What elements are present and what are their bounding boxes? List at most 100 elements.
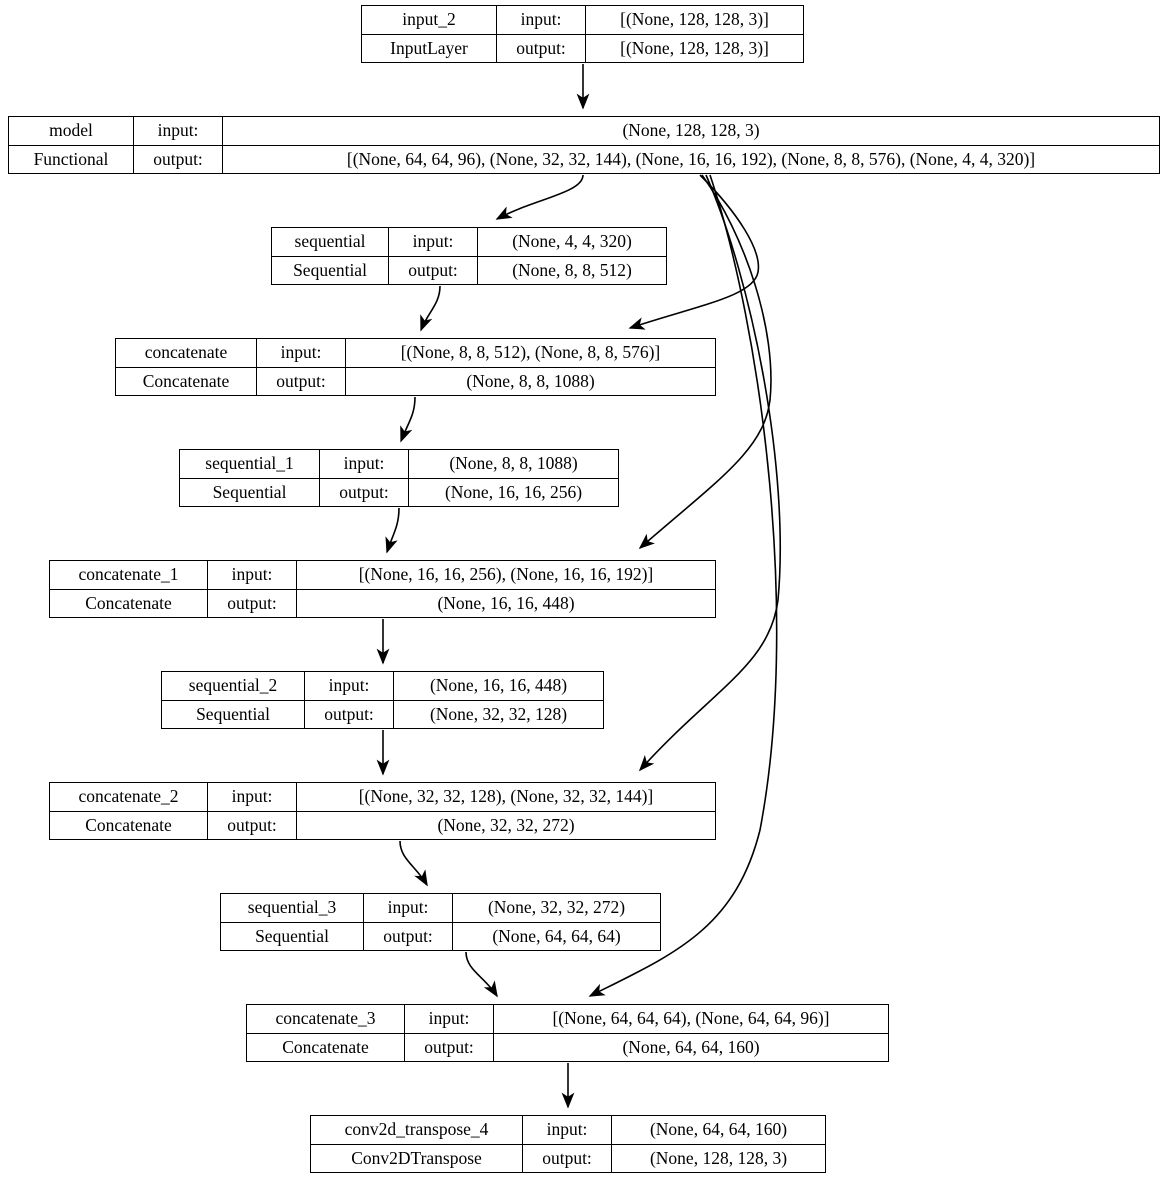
node-row-output: Sequential output: (None, 8, 8, 512) [272, 256, 666, 284]
node-output-label: output: [305, 700, 394, 728]
node-type: Concatenate [50, 811, 208, 839]
node-type: Concatenate [247, 1033, 405, 1061]
node-input-shape: (None, 64, 64, 160) [649, 1119, 788, 1139]
node-input-shape: [(None, 16, 16, 256), (None, 16, 16, 192… [358, 564, 654, 584]
node-input-shape: (None, 4, 4, 320) [512, 231, 632, 251]
node-name: concatenate_3 [247, 1005, 405, 1033]
node-output-shape: (None, 64, 64, 160) [622, 1036, 760, 1057]
node-input-shape: (None, 128, 128, 3) [622, 120, 760, 140]
node-output-shape: (None, 32, 32, 128) [429, 703, 568, 724]
node-type: Sequential [180, 478, 320, 506]
node-type: Sequential [272, 256, 389, 284]
node-concatenate_1[interactable]: concatenate_1 input: [(None, 16, 16, 256… [49, 560, 716, 618]
node-sequential_1[interactable]: sequential_1 input: (None, 8, 8, 1088) S… [179, 449, 619, 507]
node-row-output: Sequential output: (None, 32, 32, 128) [162, 700, 603, 728]
node-output-shape: [(None, 128, 128, 3)] [620, 37, 769, 58]
node-name: concatenate_1 [50, 561, 208, 589]
node-input-shape: (None, 8, 8, 1088) [449, 453, 578, 473]
node-input-label: input: [208, 561, 297, 589]
node-name: sequential_2 [162, 672, 305, 700]
edge-concatenate-to-sequential1 [400, 396, 416, 443]
node-conv2d_transpose_4[interactable]: conv2d_transpose_4 input: (None, 64, 64,… [310, 1115, 826, 1173]
node-name: concatenate [116, 339, 257, 367]
node-input-label: input: [497, 6, 586, 34]
node-output-shape: (None, 8, 8, 512) [512, 259, 632, 280]
node-input-label: input: [405, 1005, 494, 1033]
node-row-input: model input: (None, 128, 128, 3) [9, 117, 1159, 146]
node-row-output: Concatenate output: (None, 32, 32, 272) [50, 811, 715, 839]
edge-sequential3-to-concatenate3 [465, 951, 498, 998]
node-concatenate_3[interactable]: concatenate_3 input: [(None, 64, 64, 64)… [246, 1004, 889, 1062]
node-output-label: output: [405, 1033, 494, 1061]
node-row-input: concatenate_2 input: [(None, 32, 32, 128… [50, 783, 715, 812]
node-input_2[interactable]: input_2 input: [(None, 128, 128, 3)] Inp… [361, 5, 804, 63]
node-row-output: Functional output: [(None, 64, 64, 96), … [9, 145, 1159, 173]
node-type: Functional [9, 145, 134, 173]
node-sequential[interactable]: sequential input: (None, 4, 4, 320) Sequ… [271, 227, 667, 285]
node-concatenate[interactable]: concatenate input: [(None, 8, 8, 512), (… [115, 338, 716, 396]
node-row-input: concatenate_3 input: [(None, 64, 64, 64)… [247, 1005, 888, 1034]
node-output-shape: (None, 64, 64, 64) [492, 925, 621, 946]
node-output-label: output: [208, 811, 297, 839]
node-input-label: input: [364, 894, 453, 922]
node-sequential_2[interactable]: sequential_2 input: (None, 16, 16, 448) … [161, 671, 604, 729]
edge-sequential1-to-concatenate1 [385, 507, 400, 554]
node-output-shape: (None, 8, 8, 1088) [466, 370, 595, 391]
node-input-shape: [(None, 32, 32, 128), (None, 32, 32, 144… [358, 786, 654, 806]
edge-concatenate2-to-sequential3 [399, 840, 428, 887]
node-concatenate_2[interactable]: concatenate_2 input: [(None, 32, 32, 128… [49, 782, 716, 840]
node-row-output: Conv2DTranspose output: (None, 128, 128,… [311, 1144, 825, 1172]
node-type: Concatenate [50, 589, 208, 617]
node-name: conv2d_transpose_4 [311, 1116, 523, 1144]
node-input-label: input: [523, 1116, 612, 1144]
node-output-label: output: [497, 34, 586, 62]
node-output-shape: [(None, 64, 64, 96), (None, 32, 32, 144)… [346, 148, 1036, 169]
node-input-label: input: [134, 117, 223, 145]
node-row-output: Sequential output: (None, 64, 64, 64) [221, 922, 660, 950]
node-name: model [9, 117, 134, 145]
node-row-output: Concatenate output: (None, 16, 16, 448) [50, 589, 715, 617]
node-row-input: input_2 input: [(None, 128, 128, 3)] [362, 6, 803, 35]
edge-sequential-to-concatenate [420, 285, 441, 332]
node-sequential_3[interactable]: sequential_3 input: (None, 32, 32, 272) … [220, 893, 661, 951]
edge-model-to-sequential [495, 174, 584, 220]
node-type: Sequential [221, 922, 364, 950]
node-output-label: output: [208, 589, 297, 617]
node-output-shape: (None, 16, 16, 448) [437, 592, 575, 613]
node-row-input: concatenate input: [(None, 8, 8, 512), (… [116, 339, 715, 368]
node-row-input: concatenate_1 input: [(None, 16, 16, 256… [50, 561, 715, 590]
node-type: Conv2DTranspose [311, 1144, 523, 1172]
node-type: Sequential [162, 700, 305, 728]
node-row-input: conv2d_transpose_4 input: (None, 64, 64,… [311, 1116, 825, 1145]
node-input-shape: [(None, 64, 64, 64), (None, 64, 64, 96)] [552, 1008, 830, 1028]
node-output-label: output: [364, 922, 453, 950]
node-output-shape: (None, 128, 128, 3) [649, 1147, 788, 1168]
node-model[interactable]: model input: (None, 128, 128, 3) Functio… [8, 116, 1160, 174]
node-output-label: output: [389, 256, 478, 284]
node-name: input_2 [362, 6, 497, 34]
node-input-shape: [(None, 8, 8, 512), (None, 8, 8, 576)] [400, 342, 661, 362]
node-row-output: InputLayer output: [(None, 128, 128, 3)] [362, 34, 803, 62]
node-input-label: input: [208, 783, 297, 811]
node-output-label: output: [523, 1144, 612, 1172]
node-name: sequential [272, 228, 389, 256]
node-input-label: input: [389, 228, 478, 256]
node-row-output: Sequential output: (None, 16, 16, 256) [180, 478, 618, 506]
node-row-output: Concatenate output: (None, 8, 8, 1088) [116, 367, 715, 395]
node-input-shape: (None, 16, 16, 448) [429, 675, 568, 695]
node-name: sequential_3 [221, 894, 364, 922]
node-row-input: sequential_2 input: (None, 16, 16, 448) [162, 672, 603, 701]
node-row-output: Concatenate output: (None, 64, 64, 160) [247, 1033, 888, 1061]
node-row-input: sequential_1 input: (None, 8, 8, 1088) [180, 450, 618, 479]
node-output-label: output: [134, 145, 223, 173]
node-name: concatenate_2 [50, 783, 208, 811]
node-type: InputLayer [362, 34, 497, 62]
node-output-shape: (None, 32, 32, 272) [437, 814, 575, 835]
node-output-shape: (None, 16, 16, 256) [444, 481, 583, 502]
node-row-input: sequential_3 input: (None, 32, 32, 272) [221, 894, 660, 923]
node-type: Concatenate [116, 367, 257, 395]
node-input-label: input: [305, 672, 394, 700]
node-input-shape: (None, 32, 32, 272) [487, 897, 626, 917]
node-output-label: output: [320, 478, 409, 506]
